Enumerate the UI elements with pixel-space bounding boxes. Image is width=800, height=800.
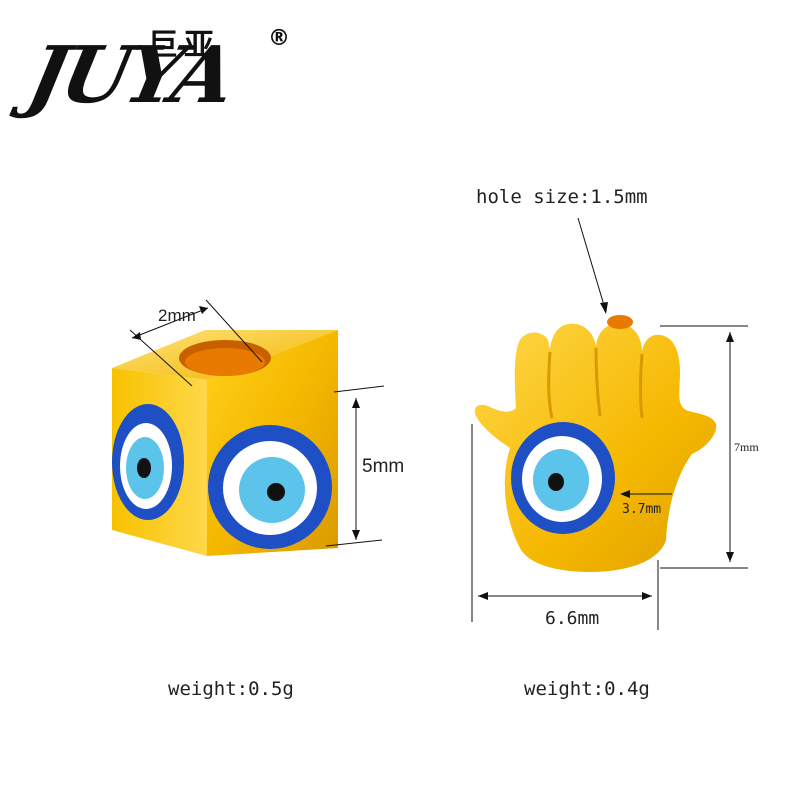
cube-arrowheads [132, 306, 360, 540]
hamsa-hole [607, 315, 633, 329]
hamsa-width-label: 6.6mm [545, 608, 600, 629]
hamsa-dimension-lines [471, 217, 748, 630]
hamsa-arrowheads [478, 302, 734, 600]
cube-dimension-lines [129, 299, 385, 547]
cube-left-evil-eye [112, 404, 184, 520]
cube-height-label: 5mm [362, 456, 405, 477]
hamsa-hole-size-label: hole size:1.5mm [476, 186, 648, 208]
hamsa-bead [474, 315, 717, 572]
registered-mark: ® [268, 26, 290, 51]
hamsa-evil-eye [511, 422, 615, 534]
hamsa-weight-label: weight:0.4g [524, 678, 650, 700]
cube-weight-label: weight:0.5g [168, 678, 294, 700]
cube-bead [112, 330, 338, 556]
cube-right-evil-eye [208, 425, 332, 549]
cube-width-label: 2mm [158, 306, 196, 325]
hamsa-height-label: 7mm [734, 440, 759, 454]
logo-cjk-text: 巨亚 [148, 28, 220, 63]
hamsa-eye-size-label: 3.7mm [622, 502, 662, 517]
brand-logo: JUYA 巨亚 ® [20, 12, 290, 132]
